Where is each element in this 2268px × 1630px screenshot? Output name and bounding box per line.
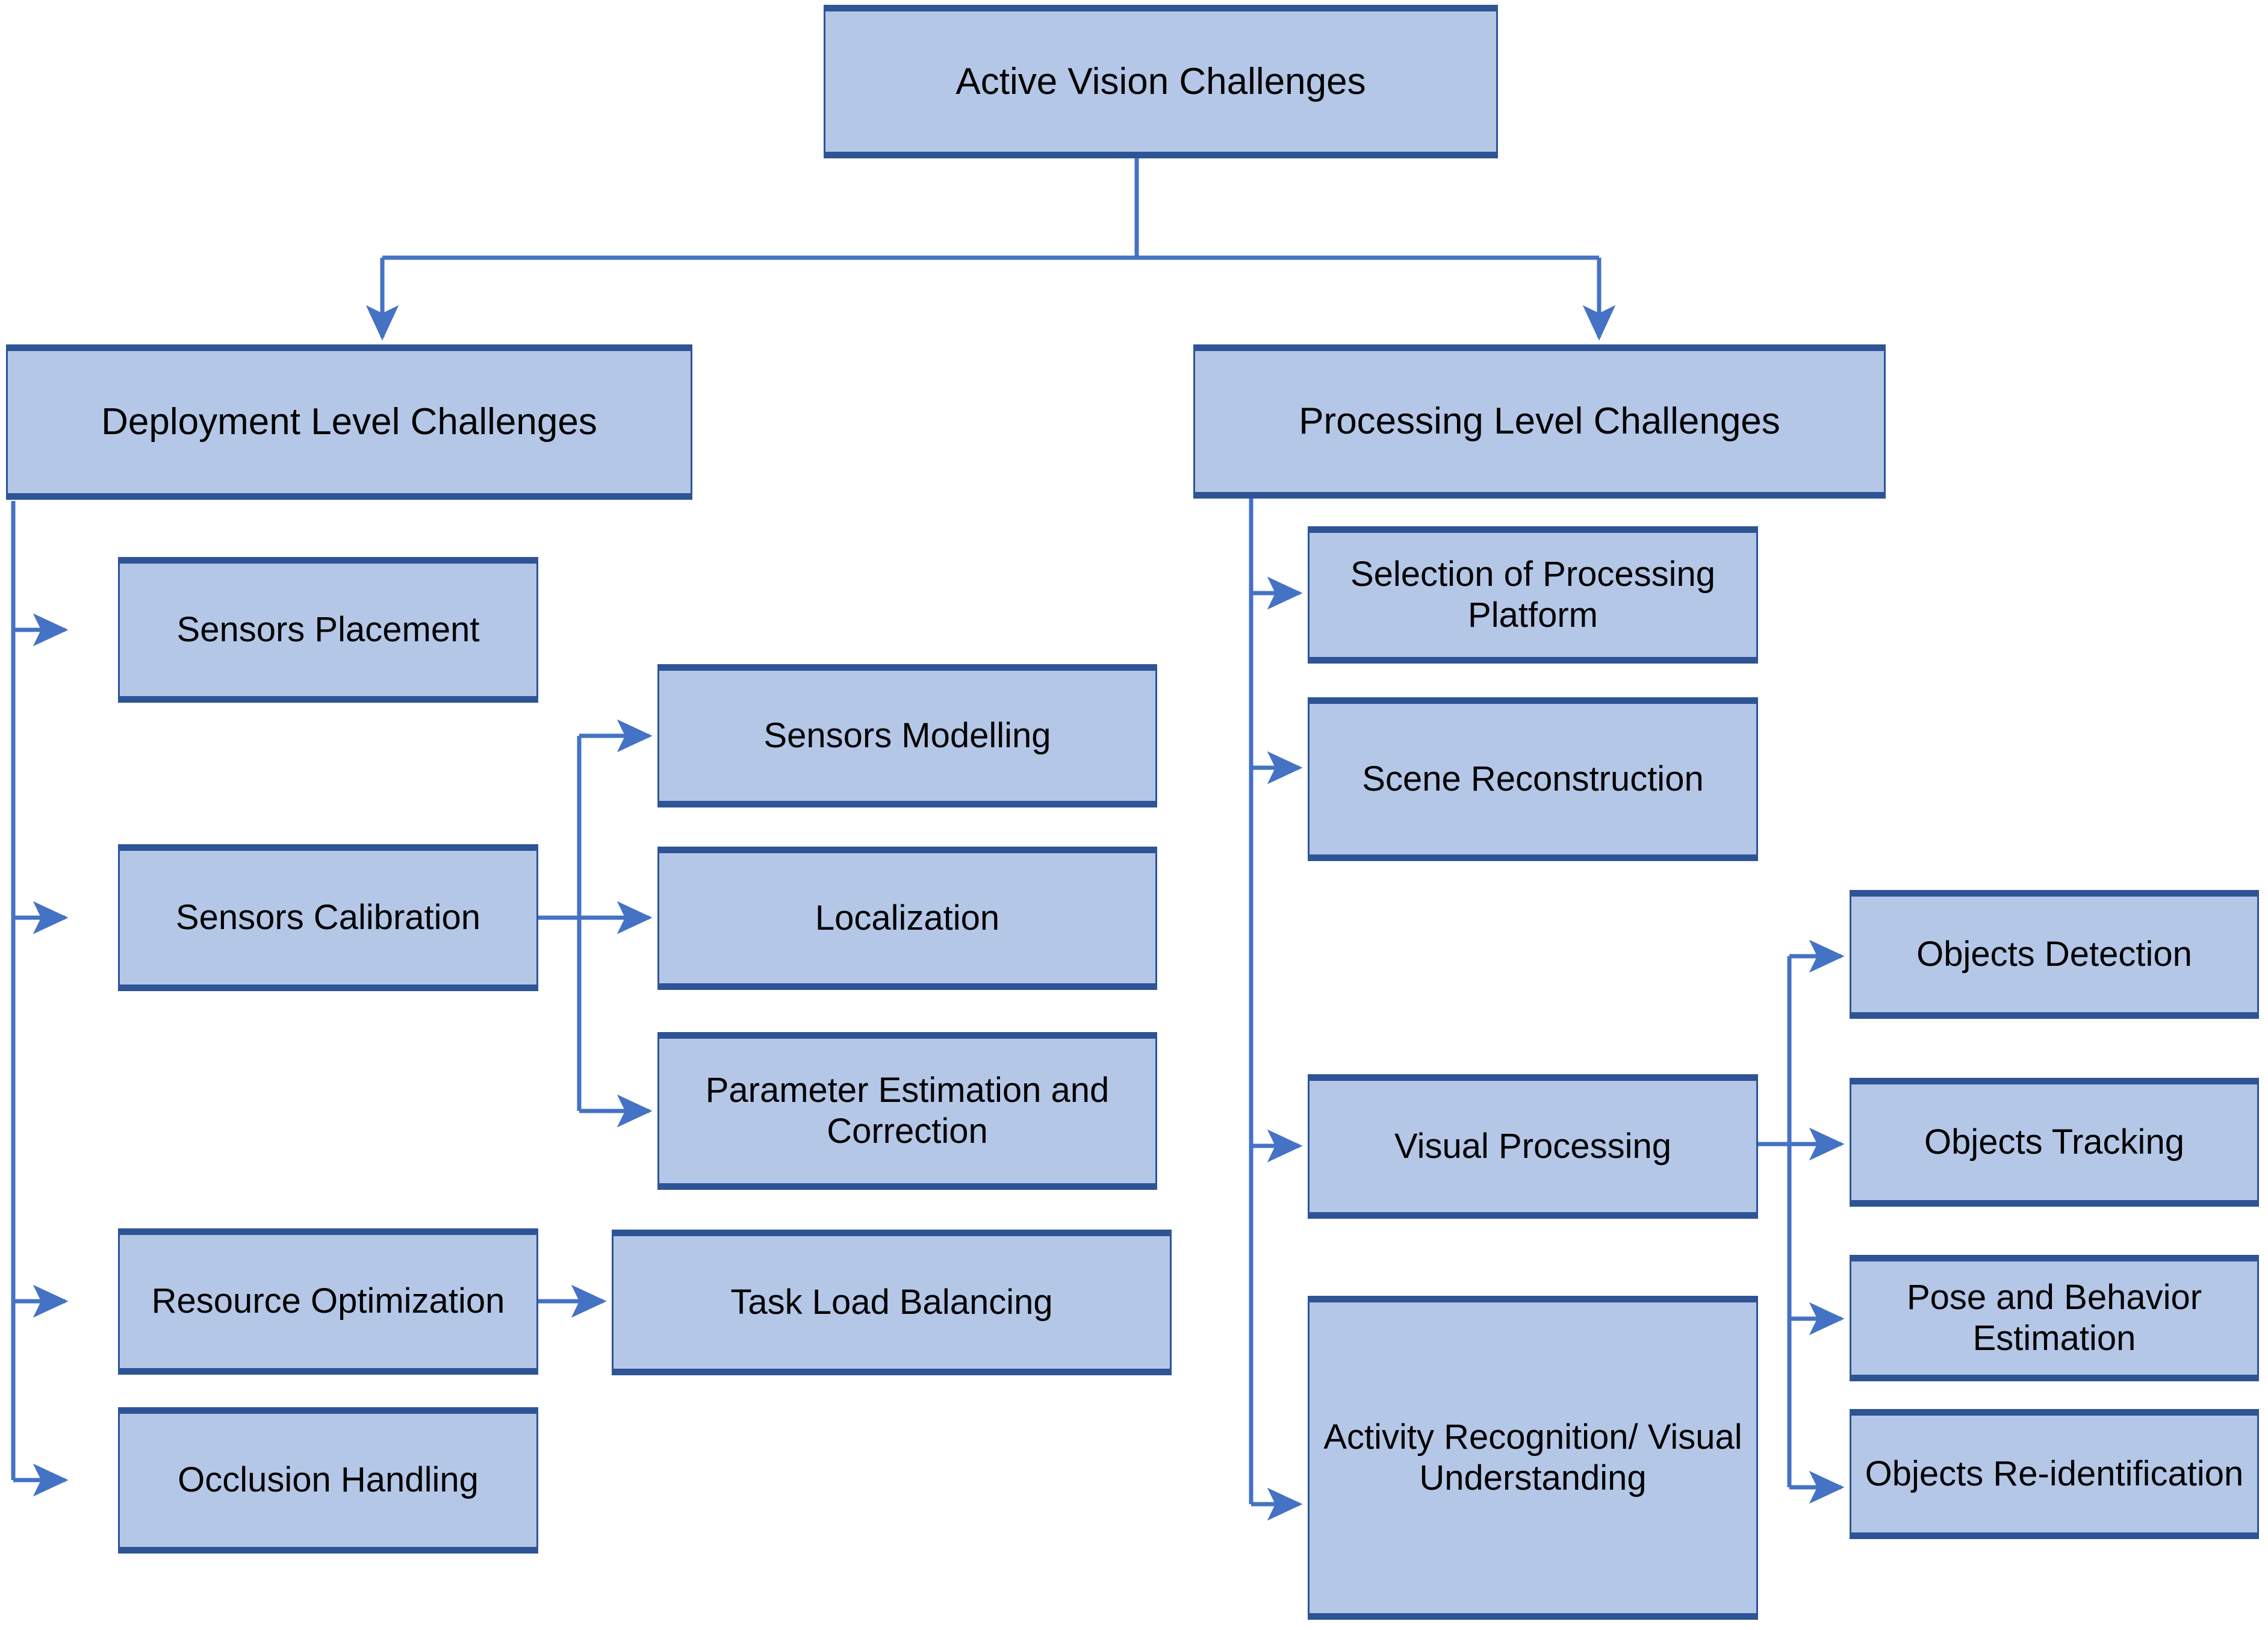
- node-objects-detection[interactable]: Objects Detection: [1850, 890, 2259, 1019]
- node-label: Task Load Balancing: [730, 1282, 1053, 1322]
- node-scene-reconstruction[interactable]: Scene Reconstruction: [1308, 697, 1758, 861]
- node-localization[interactable]: Localization: [657, 847, 1157, 990]
- node-label: Active Vision Challenges: [955, 60, 1366, 102]
- node-processing-level-challenges[interactable]: Processing Level Challenges: [1193, 344, 1886, 499]
- node-active-vision-challenges[interactable]: Active Vision Challenges: [824, 5, 1498, 158]
- node-task-load-balancing[interactable]: Task Load Balancing: [612, 1230, 1172, 1375]
- node-parameter-estimation-and-correction[interactable]: Parameter Estimation and Correction: [657, 1032, 1157, 1190]
- node-label: Parameter Estimation and Correction: [705, 1070, 1110, 1151]
- node-label: Resource Optimization: [151, 1281, 505, 1321]
- node-label: Pose and Behavior Estimation: [1906, 1277, 2202, 1358]
- node-label: Visual Processing: [1394, 1126, 1671, 1166]
- node-label: Sensors Modelling: [763, 715, 1051, 755]
- node-label: Sensors Placement: [176, 609, 480, 649]
- node-label: Deployment Level Challenges: [101, 401, 597, 443]
- node-label: Scene Reconstruction: [1362, 759, 1704, 798]
- node-visual-processing[interactable]: Visual Processing: [1308, 1074, 1758, 1219]
- node-deployment-level-challenges[interactable]: Deployment Level Challenges: [6, 344, 692, 500]
- node-sensors-modelling[interactable]: Sensors Modelling: [657, 664, 1157, 807]
- node-label: Sensors Calibration: [175, 897, 481, 937]
- node-objects-re-identification[interactable]: Objects Re-identification: [1850, 1409, 2259, 1539]
- node-label: Objects Tracking: [1924, 1122, 2184, 1162]
- node-objects-tracking[interactable]: Objects Tracking: [1850, 1078, 2259, 1207]
- node-activity-recognition-visual-understanding[interactable]: Activity Recognition/ Visual Understandi…: [1308, 1296, 1758, 1620]
- node-sensors-calibration[interactable]: Sensors Calibration: [118, 844, 538, 991]
- node-label: Objects Re-identification: [1865, 1454, 2244, 1493]
- node-label: Processing Level Challenges: [1299, 400, 1780, 443]
- node-label: Activity Recognition/ Visual Understandi…: [1323, 1417, 1742, 1498]
- node-label: Localization: [815, 898, 1000, 938]
- node-label: Selection of Processing Platform: [1350, 554, 1716, 635]
- node-sensors-placement[interactable]: Sensors Placement: [118, 557, 538, 703]
- node-occlusion-handling[interactable]: Occlusion Handling: [118, 1407, 538, 1554]
- node-pose-and-behavior-estimation[interactable]: Pose and Behavior Estimation: [1850, 1255, 2259, 1381]
- node-label: Occlusion Handling: [178, 1460, 479, 1500]
- node-label: Objects Detection: [1916, 934, 2192, 974]
- node-resource-optimization[interactable]: Resource Optimization: [118, 1228, 538, 1375]
- node-selection-of-processing-platform[interactable]: Selection of Processing Platform: [1308, 526, 1758, 664]
